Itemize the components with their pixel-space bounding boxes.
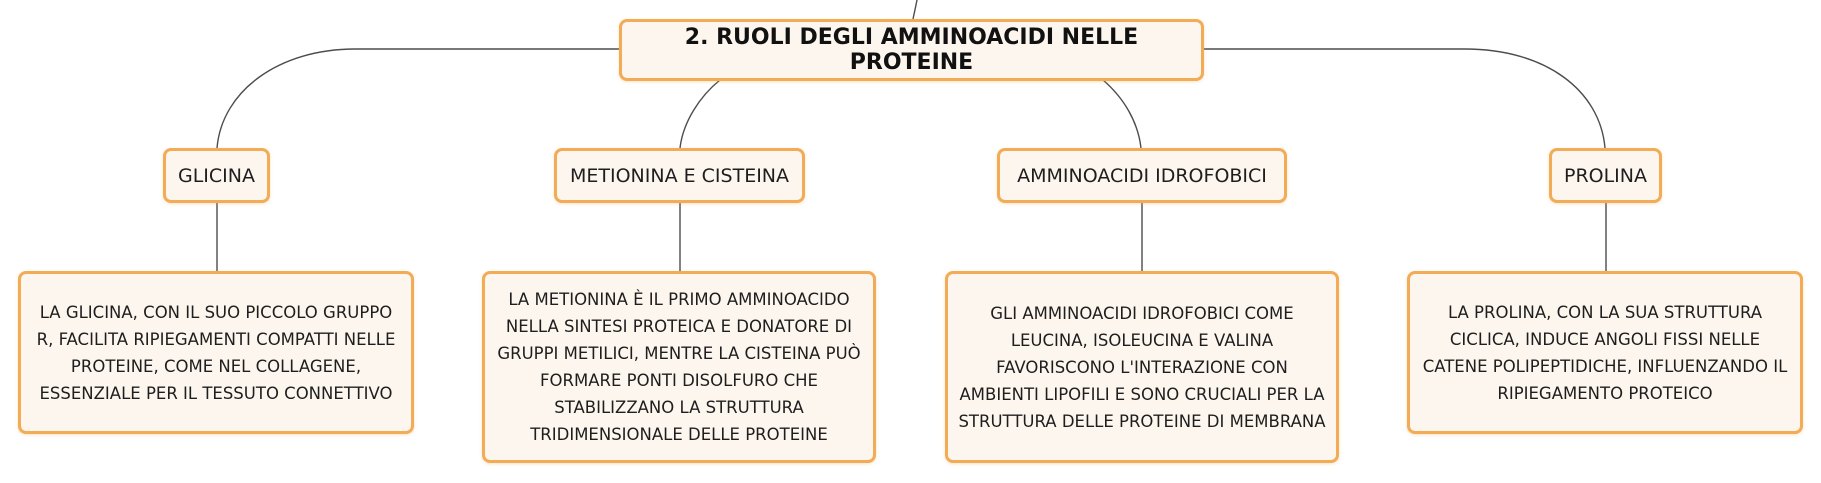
detail-line: LA METIONINA È IL PRIMO AMMINOACIDO [508, 290, 850, 309]
detail-line: STABILIZZANO LA STRUTTURA [554, 398, 804, 417]
central-topic-label: 2. RUOLI DEGLI AMMINOACIDI NELLE PROTEIN… [684, 25, 1139, 75]
connector-central-metionina [679, 79, 721, 149]
detail-glicina-text: LA GLICINA, CON IL SUO PICCOLO GRUPPO R,… [37, 299, 396, 407]
detail-line: GRUPPI METILICI, MENTRE LA CISTEINA PUÒ [497, 344, 861, 363]
connector-parent-stub [912, 0, 918, 20]
detail-line: CATENE POLIPEPTIDICHE, INFLUENZANDO IL [1422, 356, 1788, 376]
detail-amminoacidi-idrofobici[interactable]: GLI AMMINOACIDI IDROFOBICI COME LEUCINA,… [945, 271, 1339, 463]
detail-line: PROTEINE, COME NEL COLLAGENE, [70, 356, 362, 376]
detail-line: STRUTTURA DELLE PROTEINE DI MEMBRANA [958, 411, 1326, 431]
topic-prolina-label: PROLINA [1563, 164, 1647, 187]
connector-central-idrofobici [1102, 79, 1142, 149]
detail-line: ESSENZIALE PER IL TESSUTO CONNETTIVO [39, 383, 393, 403]
detail-line: GLI AMMINOACIDI IDROFOBICI COME [990, 303, 1294, 323]
detail-prolina-text: LA PROLINA, CON LA SUA STRUTTURA CICLICA… [1423, 299, 1788, 407]
detail-metionina-cisteina-text: LA METIONINA È IL PRIMO AMMINOACIDO NELL… [497, 286, 860, 448]
topic-prolina[interactable]: PROLINA [1549, 148, 1662, 203]
central-topic[interactable]: 2. RUOLI DEGLI AMMINOACIDI NELLE PROTEIN… [619, 19, 1204, 81]
topic-amminoacidi-idrofobici-label: AMMINOACIDI IDROFOBICI [1017, 164, 1267, 187]
detail-line: AMBIENTI LIPOFILI E SONO CRUCIALI PER LA [959, 384, 1325, 404]
topic-amminoacidi-idrofobici[interactable]: AMMINOACIDI IDROFOBICI [997, 148, 1287, 203]
detail-line: TRIDIMENSIONALE DELLE PROTEINE [530, 425, 828, 444]
topic-glicina[interactable]: GLICINA [163, 148, 270, 203]
detail-line: R, FACILITA RIPIEGAMENTI COMPATTI NELLE [36, 329, 396, 349]
detail-prolina[interactable]: LA PROLINA, CON LA SUA STRUTTURA CICLICA… [1407, 271, 1803, 434]
topic-glicina-label: GLICINA [178, 164, 255, 187]
detail-line: FORMARE PONTI DISOLFURO CHE [540, 371, 818, 390]
detail-line: FAVORISCONO L'INTERAZIONE CON [996, 357, 1288, 377]
detail-amminoacidi-idrofobici-text: GLI AMMINOACIDI IDROFOBICI COME LEUCINA,… [958, 300, 1325, 435]
detail-line: LA GLICINA, CON IL SUO PICCOLO GRUPPO [39, 302, 393, 322]
detail-line: NELLA SINTESI PROTEICA E DONATORE DI [505, 317, 853, 336]
connector-central-prolina [1204, 48, 1606, 149]
topic-metionina-cisteina[interactable]: METIONINA E CISTEINA [554, 148, 805, 203]
detail-metionina-cisteina[interactable]: LA METIONINA È IL PRIMO AMMINOACIDO NELL… [482, 271, 876, 463]
detail-line: CICLICA, INDUCE ANGOLI FISSI NELLE [1449, 329, 1761, 349]
detail-line: RIPIEGAMENTO PROTEICO [1497, 383, 1713, 403]
connector-central-glicina [216, 48, 619, 149]
topic-metionina-cisteina-label: METIONINA E CISTEINA [569, 164, 790, 187]
detail-glicina[interactable]: LA GLICINA, CON IL SUO PICCOLO GRUPPO R,… [18, 271, 414, 434]
detail-line: LEUCINA, ISOLEUCINA E VALINA [1010, 330, 1274, 350]
detail-line: LA PROLINA, CON LA SUA STRUTTURA [1447, 302, 1763, 322]
